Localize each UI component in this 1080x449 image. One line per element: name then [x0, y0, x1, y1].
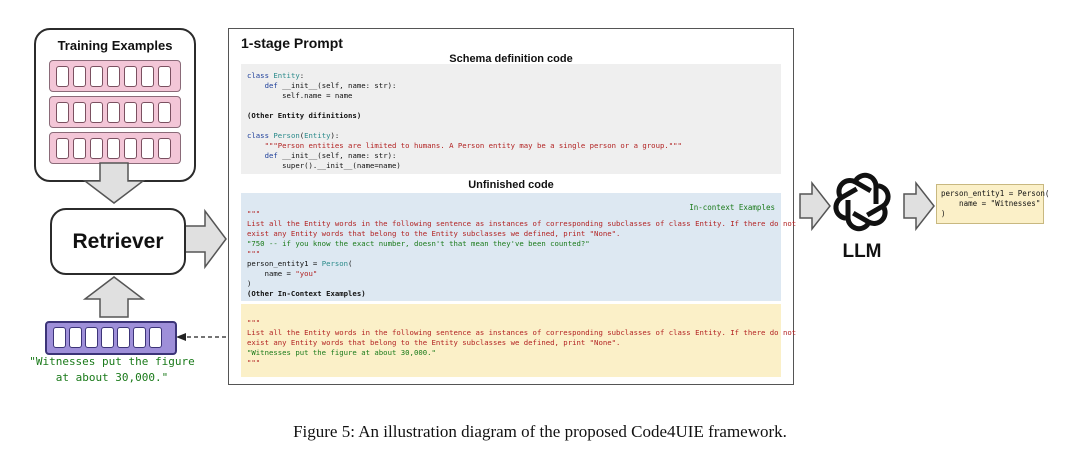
query-sentence: "Witnesses put the figure at about 30,00…: [29, 355, 195, 384]
training-example-row: [49, 96, 181, 128]
in-context-code: """ List all the Entity words in the fol…: [247, 209, 797, 298]
training-examples-title: Training Examples: [57, 38, 173, 53]
arrow-right-to-llm: [799, 180, 831, 232]
llm-label: LLM: [842, 241, 882, 262]
schema-title: Schema definition code: [449, 53, 573, 65]
prompt-title: 1-stage Prompt: [241, 35, 343, 51]
arrow-down: [82, 162, 146, 204]
unfinished-title: Unfinished code: [468, 179, 554, 191]
arrow-right-to-output: [903, 180, 935, 232]
query-code-block: [241, 304, 781, 377]
output-code: person_entity1 = Person( name = "Witness…: [936, 184, 1049, 224]
prompt-panel: 1-stage Prompt Schema definition code cl…: [228, 28, 797, 385]
arrow-up: [82, 276, 146, 318]
in-context-label: In-context Examples: [689, 203, 775, 212]
query-code: """ List all the Entity words in the fol…: [247, 318, 797, 367]
llm-logo-icon: [833, 172, 891, 232]
schema-code-block: [241, 64, 781, 174]
query-input-row: [45, 321, 177, 355]
figure-caption: Figure 5: An illustration diagram of the…: [293, 422, 787, 441]
retriever-box: Retriever: [50, 208, 186, 275]
training-examples-box: Training Examples: [34, 28, 196, 182]
training-example-row: [49, 60, 181, 92]
schema-code: class Entity: def __init__(self, name: s…: [247, 71, 682, 170]
in-context-block: [241, 193, 781, 301]
training-example-row: [49, 132, 181, 164]
